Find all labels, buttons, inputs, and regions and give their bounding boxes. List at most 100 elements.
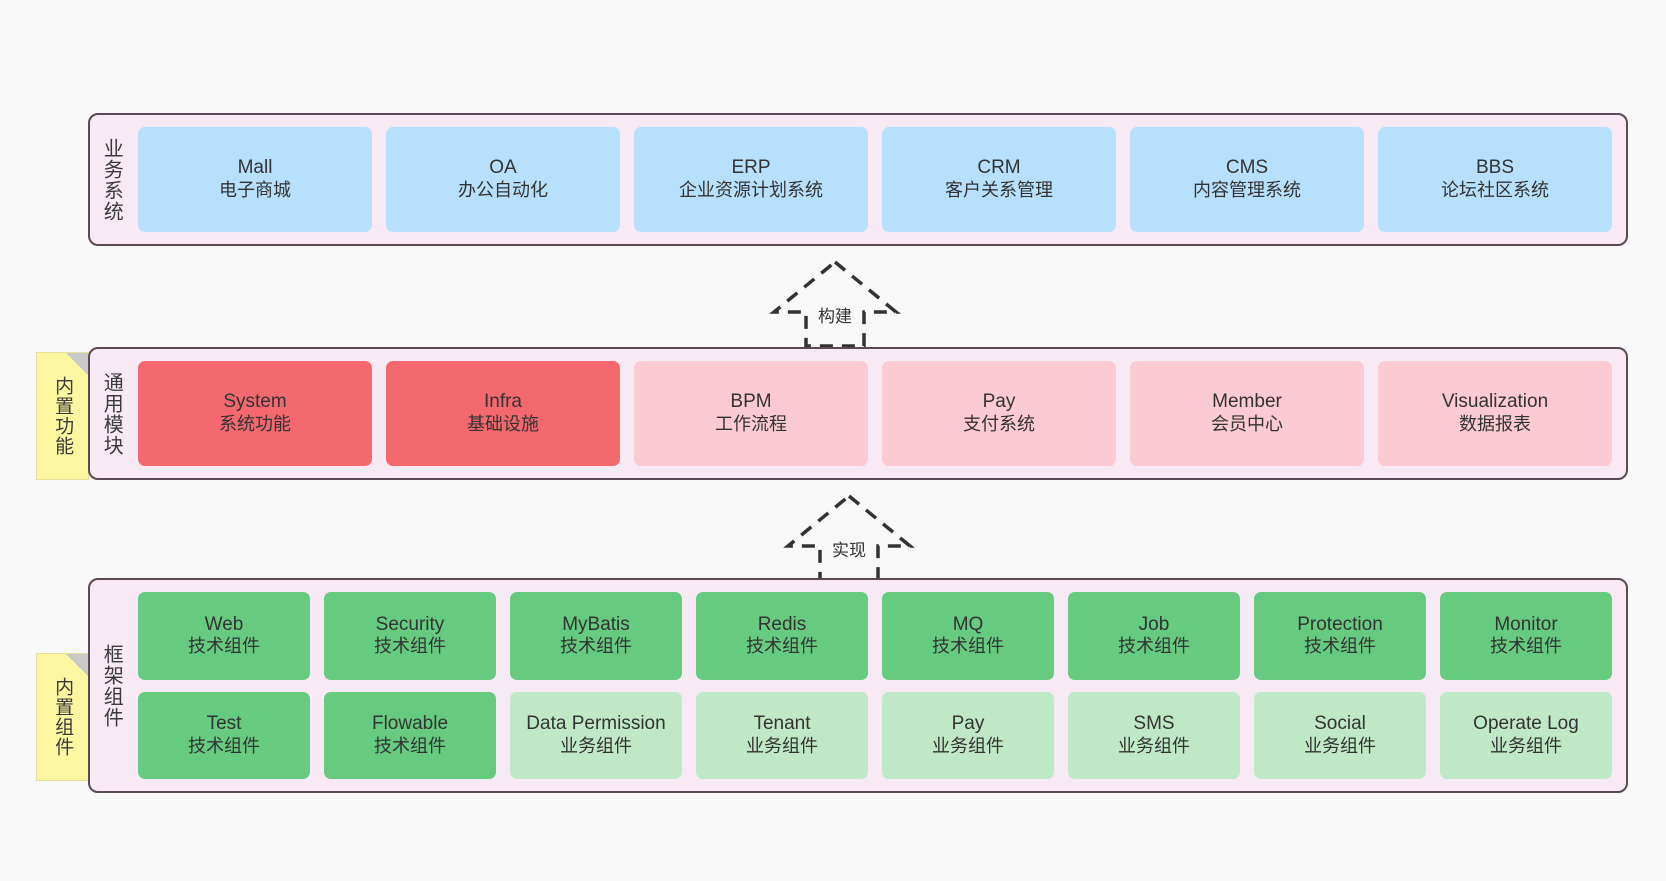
node-title: Member — [1212, 391, 1282, 413]
node-mq[interactable]: MQ 技术组件 — [882, 592, 1054, 680]
node-title: MQ — [952, 613, 984, 635]
node-subtitle: 技术组件 — [560, 636, 632, 657]
node-subtitle: 支付系统 — [963, 414, 1035, 435]
node-data-permission[interactable]: Data Permission 业务组件 — [510, 691, 682, 779]
node-title: Pay — [982, 391, 1016, 413]
node-operate-log[interactable]: Operate Log 业务组件 — [1440, 691, 1612, 779]
node-infra[interactable]: Infra 基础设施 — [386, 361, 620, 466]
node-security[interactable]: Security 技术组件 — [324, 592, 496, 680]
layer-business-system: 业务系统 Mall 电子商城 OA 办公自动化 ERP 企业资源计划系统 CRM… — [88, 113, 1628, 246]
node-redis[interactable]: Redis 技术组件 — [696, 592, 868, 680]
node-pay-business[interactable]: Pay 业务组件 — [882, 691, 1054, 779]
node-subtitle: 技术组件 — [188, 735, 260, 756]
node-title: BPM — [730, 391, 772, 413]
node-erp[interactable]: ERP 企业资源计划系统 — [634, 127, 868, 232]
node-title: Pay — [951, 713, 985, 735]
node-title: ERP — [731, 157, 771, 179]
node-title: OA — [489, 157, 517, 179]
node-mall[interactable]: Mall 电子商城 — [138, 127, 372, 232]
node-subtitle: 技术组件 — [188, 636, 260, 657]
node-protection[interactable]: Protection 技术组件 — [1254, 592, 1426, 680]
node-pay[interactable]: Pay 支付系统 — [882, 361, 1116, 466]
node-mybatis[interactable]: MyBatis 技术组件 — [510, 592, 682, 680]
node-subtitle: 基础设施 — [467, 414, 539, 435]
layer-boxes-common-module: System 系统功能 Infra 基础设施 BPM 工作流程 Pay 支付系统… — [132, 349, 1626, 478]
node-subtitle: 电子商城 — [219, 180, 291, 201]
sticky-note-text: 内置功能 — [52, 376, 74, 456]
node-subtitle: 业务组件 — [560, 735, 632, 756]
node-subtitle: 内容管理系统 — [1193, 180, 1301, 201]
node-title: Test — [206, 713, 242, 735]
node-title: MyBatis — [562, 613, 630, 635]
node-job[interactable]: Job 技术组件 — [1068, 592, 1240, 680]
node-subtitle: 业务组件 — [1118, 735, 1190, 756]
sticky-note-builtin-component: 内置组件 — [36, 653, 89, 781]
node-subtitle: 业务组件 — [746, 735, 818, 756]
layer-title-framework-component: 框架组件 — [100, 643, 123, 728]
node-sms[interactable]: SMS 业务组件 — [1068, 691, 1240, 779]
box-row: Test 技术组件 Flowable 技术组件 Data Permission … — [138, 691, 1612, 779]
node-title: Redis — [757, 613, 807, 635]
node-monitor[interactable]: Monitor 技术组件 — [1440, 592, 1612, 680]
layer-framework-component: 框架组件 Web 技术组件 Security 技术组件 MyBatis 技术组件… — [88, 578, 1628, 793]
node-subtitle: 技术组件 — [746, 636, 818, 657]
node-subtitle: 会员中心 — [1211, 414, 1283, 435]
node-bpm[interactable]: BPM 工作流程 — [634, 361, 868, 466]
node-title: Protection — [1297, 613, 1383, 635]
box-row: System 系统功能 Infra 基础设施 BPM 工作流程 Pay 支付系统… — [138, 361, 1612, 466]
node-title: Tenant — [753, 713, 811, 735]
node-title: System — [223, 391, 287, 413]
node-title: Security — [375, 613, 445, 635]
connector-label-implement: 实现 — [832, 541, 866, 560]
node-member[interactable]: Member 会员中心 — [1130, 361, 1364, 466]
node-title: Infra — [483, 391, 523, 413]
node-subtitle: 办公自动化 — [458, 180, 548, 201]
connector-implement: 实现 — [774, 490, 924, 585]
node-subtitle: 论坛社区系统 — [1441, 180, 1549, 201]
node-social[interactable]: Social 业务组件 — [1254, 691, 1426, 779]
node-visualization[interactable]: Visualization 数据报表 — [1378, 361, 1612, 466]
node-subtitle: 技术组件 — [1118, 636, 1190, 657]
note-fold-icon — [66, 654, 88, 676]
node-subtitle: 客户关系管理 — [945, 180, 1053, 201]
node-title: Social — [1314, 713, 1366, 735]
node-title: CRM — [977, 157, 1021, 179]
node-subtitle: 系统功能 — [219, 414, 291, 435]
node-title: Data Permission — [526, 713, 666, 735]
node-subtitle: 技术组件 — [374, 636, 446, 657]
node-subtitle: 数据报表 — [1459, 414, 1531, 435]
box-row: Mall 电子商城 OA 办公自动化 ERP 企业资源计划系统 CRM 客户关系… — [138, 127, 1612, 232]
node-oa[interactable]: OA 办公自动化 — [386, 127, 620, 232]
node-tenant[interactable]: Tenant 业务组件 — [696, 691, 868, 779]
connector-label-build: 构建 — [818, 307, 852, 326]
node-subtitle: 技术组件 — [1490, 636, 1562, 657]
node-subtitle: 企业资源计划系统 — [679, 180, 823, 201]
box-row: Web 技术组件 Security 技术组件 MyBatis 技术组件 Redi… — [138, 592, 1612, 680]
sticky-note-builtin-function: 内置功能 — [36, 352, 89, 480]
node-web[interactable]: Web 技术组件 — [138, 592, 310, 680]
layer-boxes-framework-component: Web 技术组件 Security 技术组件 MyBatis 技术组件 Redi… — [132, 580, 1626, 791]
node-subtitle: 技术组件 — [932, 636, 1004, 657]
node-title: Flowable — [371, 713, 449, 735]
node-test[interactable]: Test 技术组件 — [138, 691, 310, 779]
node-title: CMS — [1225, 157, 1269, 179]
node-subtitle: 技术组件 — [1304, 636, 1376, 657]
node-cms[interactable]: CMS 内容管理系统 — [1130, 127, 1364, 232]
node-title: SMS — [1133, 713, 1175, 735]
connector-build: 构建 — [760, 256, 910, 351]
sticky-note-text: 内置组件 — [52, 677, 74, 757]
node-bbs[interactable]: BBS 论坛社区系统 — [1378, 127, 1612, 232]
node-title: Operate Log — [1473, 713, 1579, 735]
node-subtitle: 业务组件 — [1490, 735, 1562, 756]
node-crm[interactable]: CRM 客户关系管理 — [882, 127, 1116, 232]
node-flowable[interactable]: Flowable 技术组件 — [324, 691, 496, 779]
node-title: Mall — [237, 157, 273, 179]
node-title: Visualization — [1441, 391, 1549, 413]
node-system[interactable]: System 系统功能 — [138, 361, 372, 466]
node-subtitle: 技术组件 — [374, 735, 446, 756]
node-title: Monitor — [1494, 613, 1558, 635]
node-subtitle: 工作流程 — [715, 414, 787, 435]
node-subtitle: 业务组件 — [1304, 735, 1376, 756]
layer-common-module: 通用模块 System 系统功能 Infra 基础设施 BPM 工作流程 Pay… — [88, 347, 1628, 480]
